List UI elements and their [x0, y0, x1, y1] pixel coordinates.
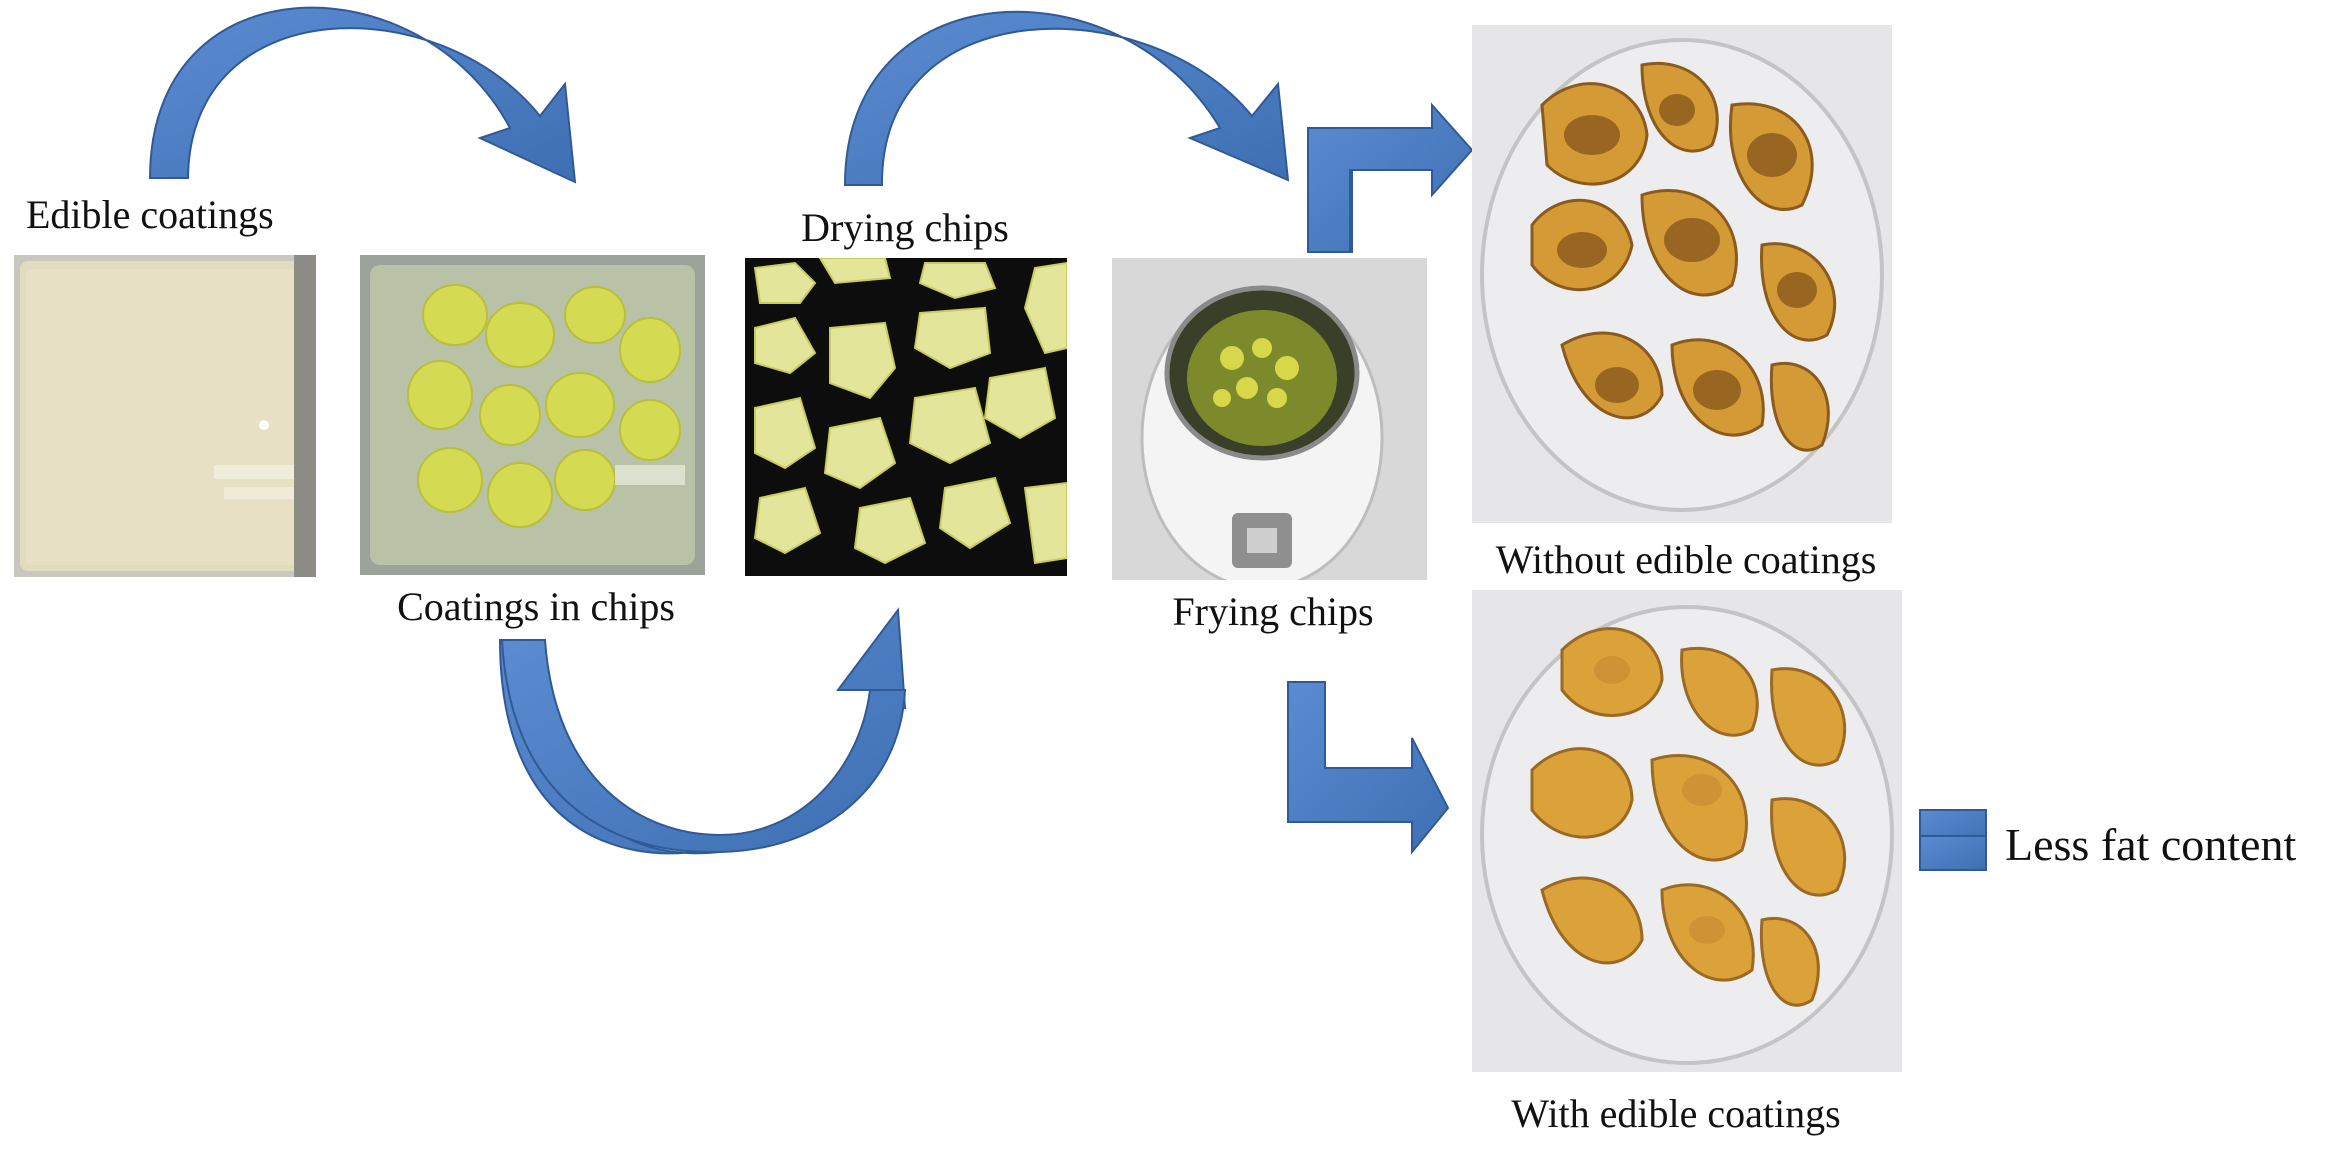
- chips-with-coatings-photo: [1472, 590, 1902, 1072]
- less-fat-label: Less fat content: [2005, 819, 2297, 870]
- coating-solution-photo: [14, 255, 316, 577]
- edible-coatings-label: Edible coatings: [26, 192, 274, 237]
- curved-arrow-icon: [500, 639, 907, 854]
- coatings-in-chips-label: Coatings in chips: [397, 584, 675, 629]
- coated-chips-photo: [360, 255, 705, 575]
- drying-chips-photo: [745, 258, 1067, 576]
- chips-without-coatings-photo: [1472, 25, 1892, 523]
- elbow-arrow-icon: [1307, 102, 1474, 253]
- without-coatings-label: Without edible coatings: [1495, 537, 1877, 582]
- elbow-arrow-icon: [1287, 681, 1450, 855]
- frying-chips-photo: [1112, 258, 1427, 580]
- curved-arrow-icon: [843, 10, 1290, 186]
- curved-arrow-icon: [148, 6, 577, 184]
- drying-chips-label: Drying chips: [801, 205, 1009, 250]
- with-coatings-label: With edible coatings: [1511, 1091, 1841, 1136]
- equals-icon: [1919, 809, 1987, 871]
- frying-chips-label: Frying chips: [1172, 589, 1374, 634]
